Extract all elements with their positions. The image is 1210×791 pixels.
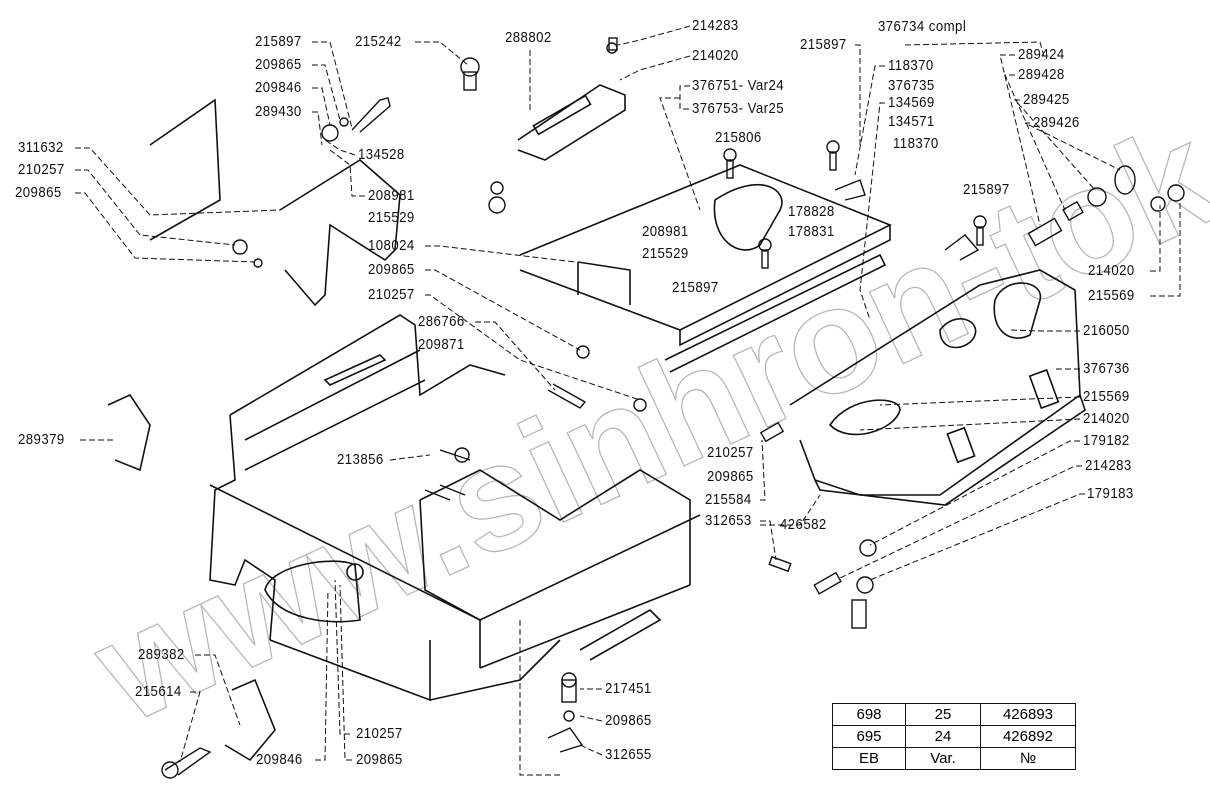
table-header-cell: № [980,747,1076,770]
part-number-label: 289425 [1023,91,1070,108]
part-number-label: 209865 [605,712,652,729]
part-number-label: 210257 [18,161,65,178]
part-number-label: 134569 [888,94,935,111]
part-number-label: 209865 [707,468,754,485]
table-cell: 426893 [980,703,1076,726]
part-number-label: 215897 [963,181,1010,198]
variant-table: 698 25 426893 695 24 426892 EB Var. № [832,703,1076,770]
left-cover [107,98,401,762]
part-number-label: 214020 [692,47,739,64]
part-number-label: 118370 [888,57,934,74]
part-number-label: 376753- Var25 [692,100,785,117]
part-number-label: 108024 [368,237,415,254]
leader-lines [75,25,1181,776]
table-header-cell: EB [832,747,906,770]
part-number-label: 210257 [356,725,403,742]
part-number-label: 178831 [788,223,835,240]
part-number-label: 118370 [893,135,939,152]
part-number-label: 426582 [780,516,827,533]
side-housing [789,269,1086,506]
table-cell: 25 [905,703,981,726]
part-number-label: 209846 [256,751,303,768]
part-number-label: 289382 [138,646,185,663]
handle-block [517,84,626,161]
part-number-label: 209865 [255,56,302,73]
part-number-label: 289430 [255,103,302,120]
part-number-label: 214283 [1085,457,1132,474]
part-number-label: 312655 [605,746,652,763]
part-number-label: 289424 [1018,46,1065,63]
table-cell: 695 [832,725,906,748]
part-number-label: 289428 [1018,66,1065,83]
part-number-label: 376735 [888,77,935,94]
part-number-label: 209865 [356,751,403,768]
part-number-label: 217451 [605,680,652,697]
part-number-label: 376751- Var24 [692,77,785,94]
part-number-label: 215897 [800,36,847,53]
part-number-label: 179183 [1087,485,1134,502]
part-number-label: 209871 [418,336,465,353]
part-number-label: 215242 [355,33,402,50]
part-number-label: 214020 [1088,262,1135,279]
part-number-label: 289379 [18,431,65,448]
part-number-label: 209865 [15,184,62,201]
part-number-label: 215584 [705,491,752,508]
fasteners [161,37,1185,779]
part-number-label: 210257 [707,444,754,461]
part-number-label: 215806 [715,129,762,146]
table-row: 698 25 426893 [832,703,1076,726]
part-number-label: 215569 [1088,287,1135,304]
table-header-cell: Var. [905,747,981,770]
table-cell: 24 [905,725,981,748]
part-number-label: 214283 [692,17,739,34]
part-number-label: 215897 [672,279,719,296]
part-number-label: 209865 [368,261,415,278]
part-number-label: 134571 [888,113,935,130]
part-number-label: 288802 [505,29,552,46]
part-number-label: 216050 [1083,322,1130,339]
part-number-label: 215614 [135,683,182,700]
table-cell: 426892 [980,725,1076,748]
part-number-label: 208981 [642,223,689,240]
part-number-label: 376734 compl [878,18,967,35]
part-number-label: 213856 [337,451,384,468]
table-header-row: EB Var. № [832,747,1076,770]
part-number-label: 286766 [418,313,465,330]
part-number-label: 215529 [368,209,415,226]
part-number-label: 289426 [1033,114,1080,131]
part-number-label: 312653 [705,512,752,529]
main-frame [209,314,701,702]
part-number-label: 179182 [1083,432,1130,449]
part-number-label: 178828 [788,203,835,220]
table-row: 695 24 426892 [832,725,1076,748]
part-number-label: 208981 [368,187,415,204]
part-number-label: 214020 [1083,410,1130,427]
part-number-label: 215529 [642,245,689,262]
table-cell: 698 [832,703,906,726]
part-number-label: 209846 [255,79,302,96]
part-number-label: 376736 [1083,360,1130,377]
cover-plate [519,164,892,373]
part-number-label: 311632 [18,139,64,156]
part-number-label: 215569 [1083,388,1130,405]
part-number-label: 210257 [368,286,415,303]
part-number-label: 215897 [255,33,302,50]
part-number-label: 134528 [358,146,405,163]
